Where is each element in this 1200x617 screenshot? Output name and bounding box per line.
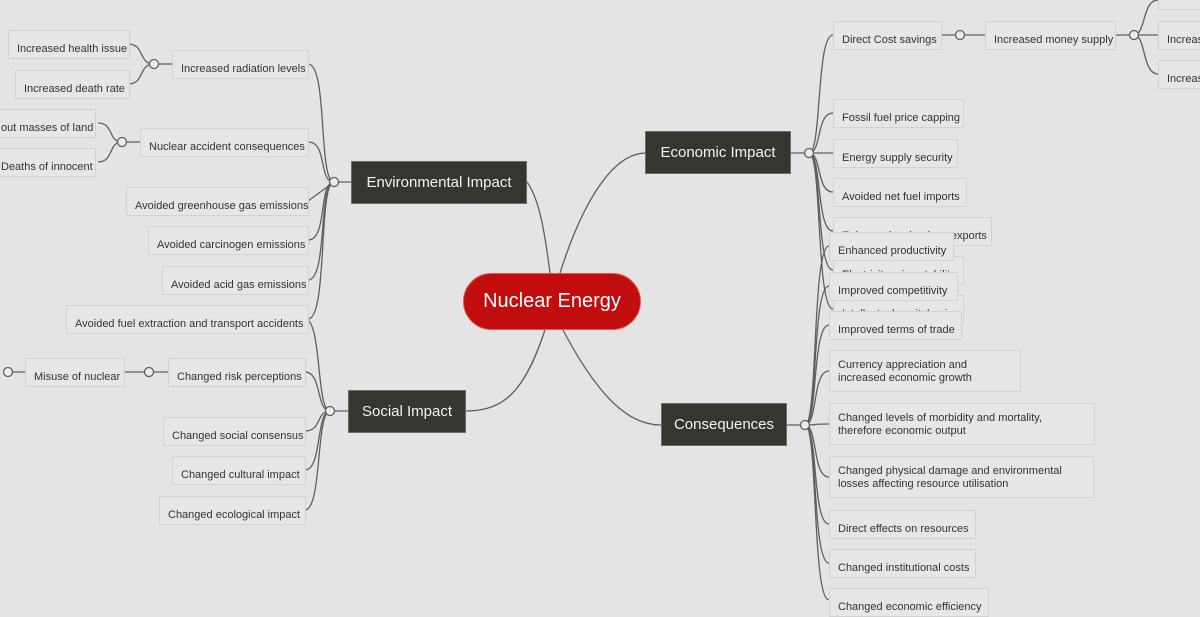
node-direct-effects-on-resources[interactable]: Direct effects on resources [829, 510, 976, 539]
node-increas-1[interactable]: Increas [1158, 21, 1200, 50]
node-direct-cost-savings[interactable]: Direct Cost savings [833, 21, 942, 50]
node-currency-appreciation[interactable]: Currency appreciation and increased econ… [829, 350, 1021, 392]
branch-joint-icon[interactable] [2, 366, 14, 378]
node-misuse-of-nuclear[interactable]: Misuse of nuclear [25, 358, 125, 387]
node-changed-institutional-costs[interactable]: Changed institutional costs [829, 549, 976, 578]
node-improved-terms-of-trade[interactable]: Improved terms of trade [829, 311, 962, 340]
branch-joint-icon[interactable] [803, 147, 815, 159]
node-changed-risk-perceptions[interactable]: Changed risk perceptions [168, 358, 306, 387]
node-avoided-acid-gas[interactable]: Avoided acid gas emissions [162, 266, 309, 295]
node-enhanced-productivity[interactable]: Enhanced productivity [829, 232, 954, 261]
node-increased-money-supply[interactable]: Increased money supply [985, 21, 1116, 50]
node-changed-morbidity-mortality[interactable]: Changed levels of morbidity and mortalit… [829, 403, 1095, 445]
branch-joint-icon[interactable] [954, 29, 966, 41]
branch-joint-icon[interactable] [324, 405, 336, 417]
node-changed-economic-efficiency[interactable]: Changed economic efficiency [829, 588, 989, 617]
node-wiping-out-land[interactable]: out masses of land [0, 109, 96, 138]
node-changed-cultural-impact[interactable]: Changed cultural impact [172, 456, 306, 485]
root-node[interactable]: Nuclear Energy [463, 273, 641, 330]
branch-joint-icon[interactable] [1128, 29, 1140, 41]
node-avoided-greenhouse[interactable]: Avoided greenhouse gas emissions [126, 187, 309, 216]
node-nuclear-accident-consequences[interactable]: Nuclear accident consequences [140, 128, 309, 157]
node-increased-radiation[interactable]: Increased radiation levels [172, 50, 309, 79]
node-changed-social-consensus[interactable]: Changed social consensus [163, 417, 306, 446]
node-increas-top[interactable] [1158, 0, 1200, 10]
branch-consequences[interactable]: Consequences [661, 403, 787, 446]
branch-economic-impact[interactable]: Economic Impact [645, 131, 791, 174]
branch-joint-icon[interactable] [148, 58, 160, 70]
node-energy-supply-security[interactable]: Energy supply security [833, 139, 958, 168]
node-improved-competitivity[interactable]: Improved competitivity [829, 272, 958, 301]
branch-joint-icon[interactable] [116, 136, 128, 148]
connector-lines [2, 0, 1159, 600]
branch-joint-icon[interactable] [328, 176, 340, 188]
node-avoided-carcinogen[interactable]: Avoided carcinogen emissions [148, 226, 309, 255]
node-changed-physical-damage[interactable]: Changed physical damage and environmenta… [829, 456, 1094, 498]
node-fossil-fuel-price-capping[interactable]: Fossil fuel price capping [833, 99, 964, 128]
node-increased-health-issue[interactable]: Increased health issue [8, 30, 130, 59]
branch-joint-icon[interactable] [799, 419, 811, 431]
node-changed-ecological-impact[interactable]: Changed ecological impact [159, 496, 306, 525]
branch-social-impact[interactable]: Social Impact [348, 390, 466, 433]
branch-joint-icon[interactable] [143, 366, 155, 378]
node-increas-2[interactable]: Increas [1158, 60, 1200, 89]
node-avoided-net-fuel-imports[interactable]: Avoided net fuel imports [833, 178, 967, 207]
node-increased-death-rate[interactable]: Increased death rate [15, 70, 130, 99]
node-avoided-fuel-extraction[interactable]: Avoided fuel extraction and transport ac… [66, 305, 309, 334]
node-deaths-of-innocent[interactable]: Deaths of innocent [0, 148, 96, 177]
branch-environmental-impact[interactable]: Environmental Impact [351, 161, 527, 204]
